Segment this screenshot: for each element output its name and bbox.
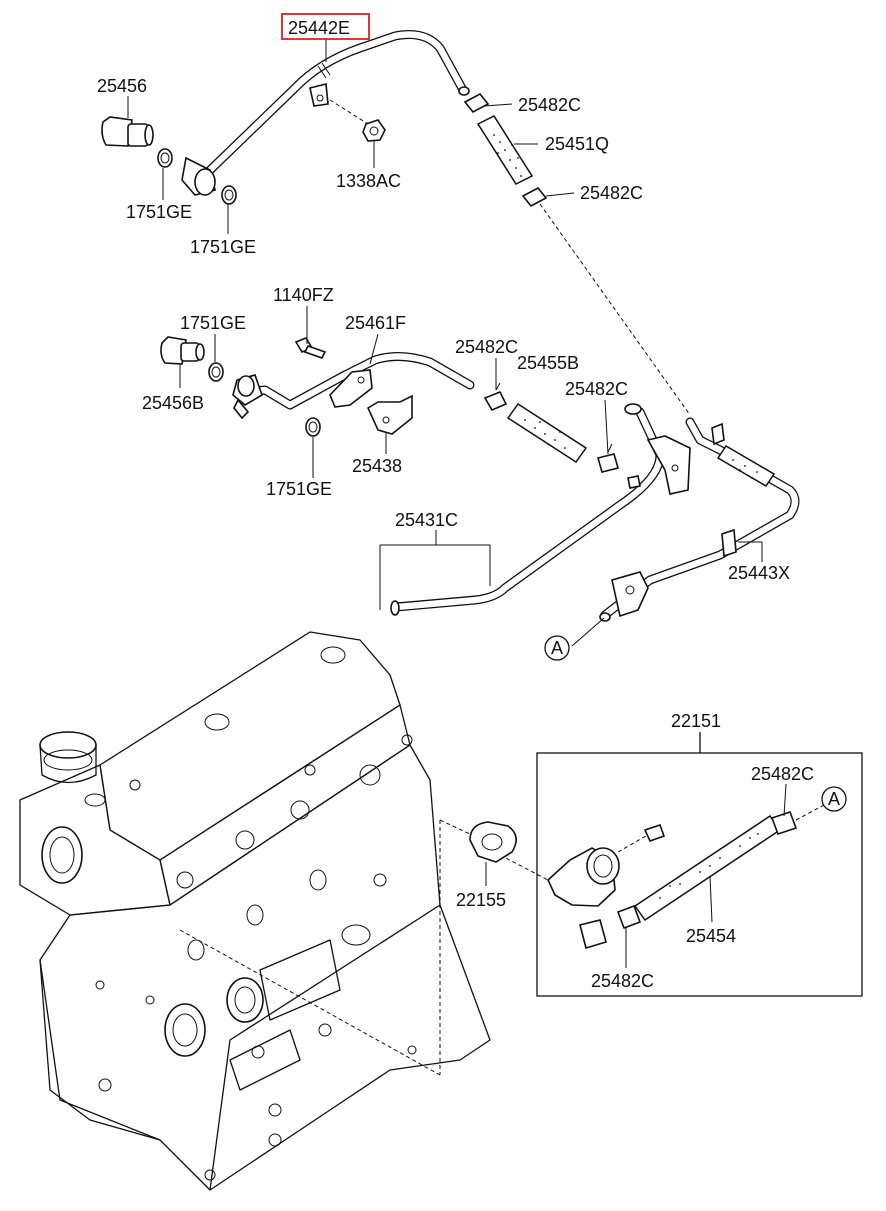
ref-circle-a-1 — [544, 635, 570, 661]
label-25482c-a[interactable]: 25482C — [518, 95, 581, 115]
clamp-25482c-c — [483, 382, 508, 412]
engine-block-illustration — [19, 631, 549, 1191]
label-22151[interactable]: 22151 — [671, 711, 721, 731]
banjo-fitting — [181, 156, 216, 196]
banjo-bolt-25456 — [101, 116, 154, 147]
label-25443x[interactable]: 25443X — [728, 563, 790, 583]
label-22155[interactable]: 22155 — [456, 890, 506, 910]
label-1751ge-d[interactable]: 1751GE — [266, 479, 332, 499]
label-25442e[interactable]: 25442E — [288, 18, 350, 38]
label-25482c-c[interactable]: 25482C — [455, 337, 518, 357]
pipe-25431c — [390, 403, 691, 616]
inset-box-22151 — [469, 732, 863, 997]
hose-texture — [493, 134, 522, 177]
nut-1338ac — [329, 99, 386, 142]
bracket-25438 — [366, 394, 413, 435]
highlight-box-25442e — [281, 13, 370, 40]
label-1751ge-c[interactable]: 1751GE — [180, 313, 246, 333]
label-25482c-f[interactable]: 25482C — [591, 971, 654, 991]
hose-texture-d — [659, 833, 759, 899]
label-1338ac[interactable]: 1338AC — [336, 171, 401, 191]
hose-assembly-25451q — [463, 92, 691, 416]
label-25456[interactable]: 25456 — [97, 76, 147, 96]
bolt-1140fz — [294, 337, 327, 359]
label-25456b[interactable]: 25456B — [142, 393, 204, 413]
washer-1751ge-a — [157, 148, 173, 168]
ref-letter-a-1[interactable]: A — [551, 638, 563, 658]
pipe-25442e — [200, 30, 470, 180]
washer-1751ge-b — [221, 185, 237, 205]
label-25431c[interactable]: 25431C — [395, 510, 458, 530]
pipe-25443x — [599, 417, 800, 622]
leader-lines — [127, 38, 787, 968]
washer-1751ge-d — [305, 417, 321, 437]
label-25438[interactable]: 25438 — [352, 456, 402, 476]
label-25454[interactable]: 25454 — [686, 926, 736, 946]
label-25482c-d[interactable]: 25482C — [565, 379, 628, 399]
label-1140fz[interactable]: 1140FZ — [273, 285, 334, 305]
label-1751ge-a[interactable]: 1751GE — [126, 202, 192, 222]
label-1751ge-b[interactable]: 1751GE — [190, 237, 256, 257]
label-25482c-b[interactable]: 25482C — [580, 183, 643, 203]
part-labels: 25442E 25456 25482C 25451Q 1338AC 25482C… — [97, 13, 847, 991]
label-25451q[interactable]: 25451Q — [545, 134, 609, 154]
hose-25455b — [506, 402, 588, 464]
ref-letter-a-2[interactable]: A — [828, 789, 840, 809]
label-25482c-e[interactable]: 25482C — [751, 764, 814, 784]
hose-texture-b — [524, 419, 566, 449]
clamp-25482c-d — [597, 443, 619, 473]
label-25455b[interactable]: 25455B — [517, 353, 579, 373]
hose-texture-c — [732, 459, 758, 479]
pipe-25461f — [232, 352, 475, 420]
washer-1751ge-c — [208, 362, 224, 382]
ref-circle-a-2 — [821, 786, 847, 812]
label-25461f[interactable]: 25461F — [345, 313, 406, 333]
banjo-bolt-25456b — [160, 336, 205, 365]
